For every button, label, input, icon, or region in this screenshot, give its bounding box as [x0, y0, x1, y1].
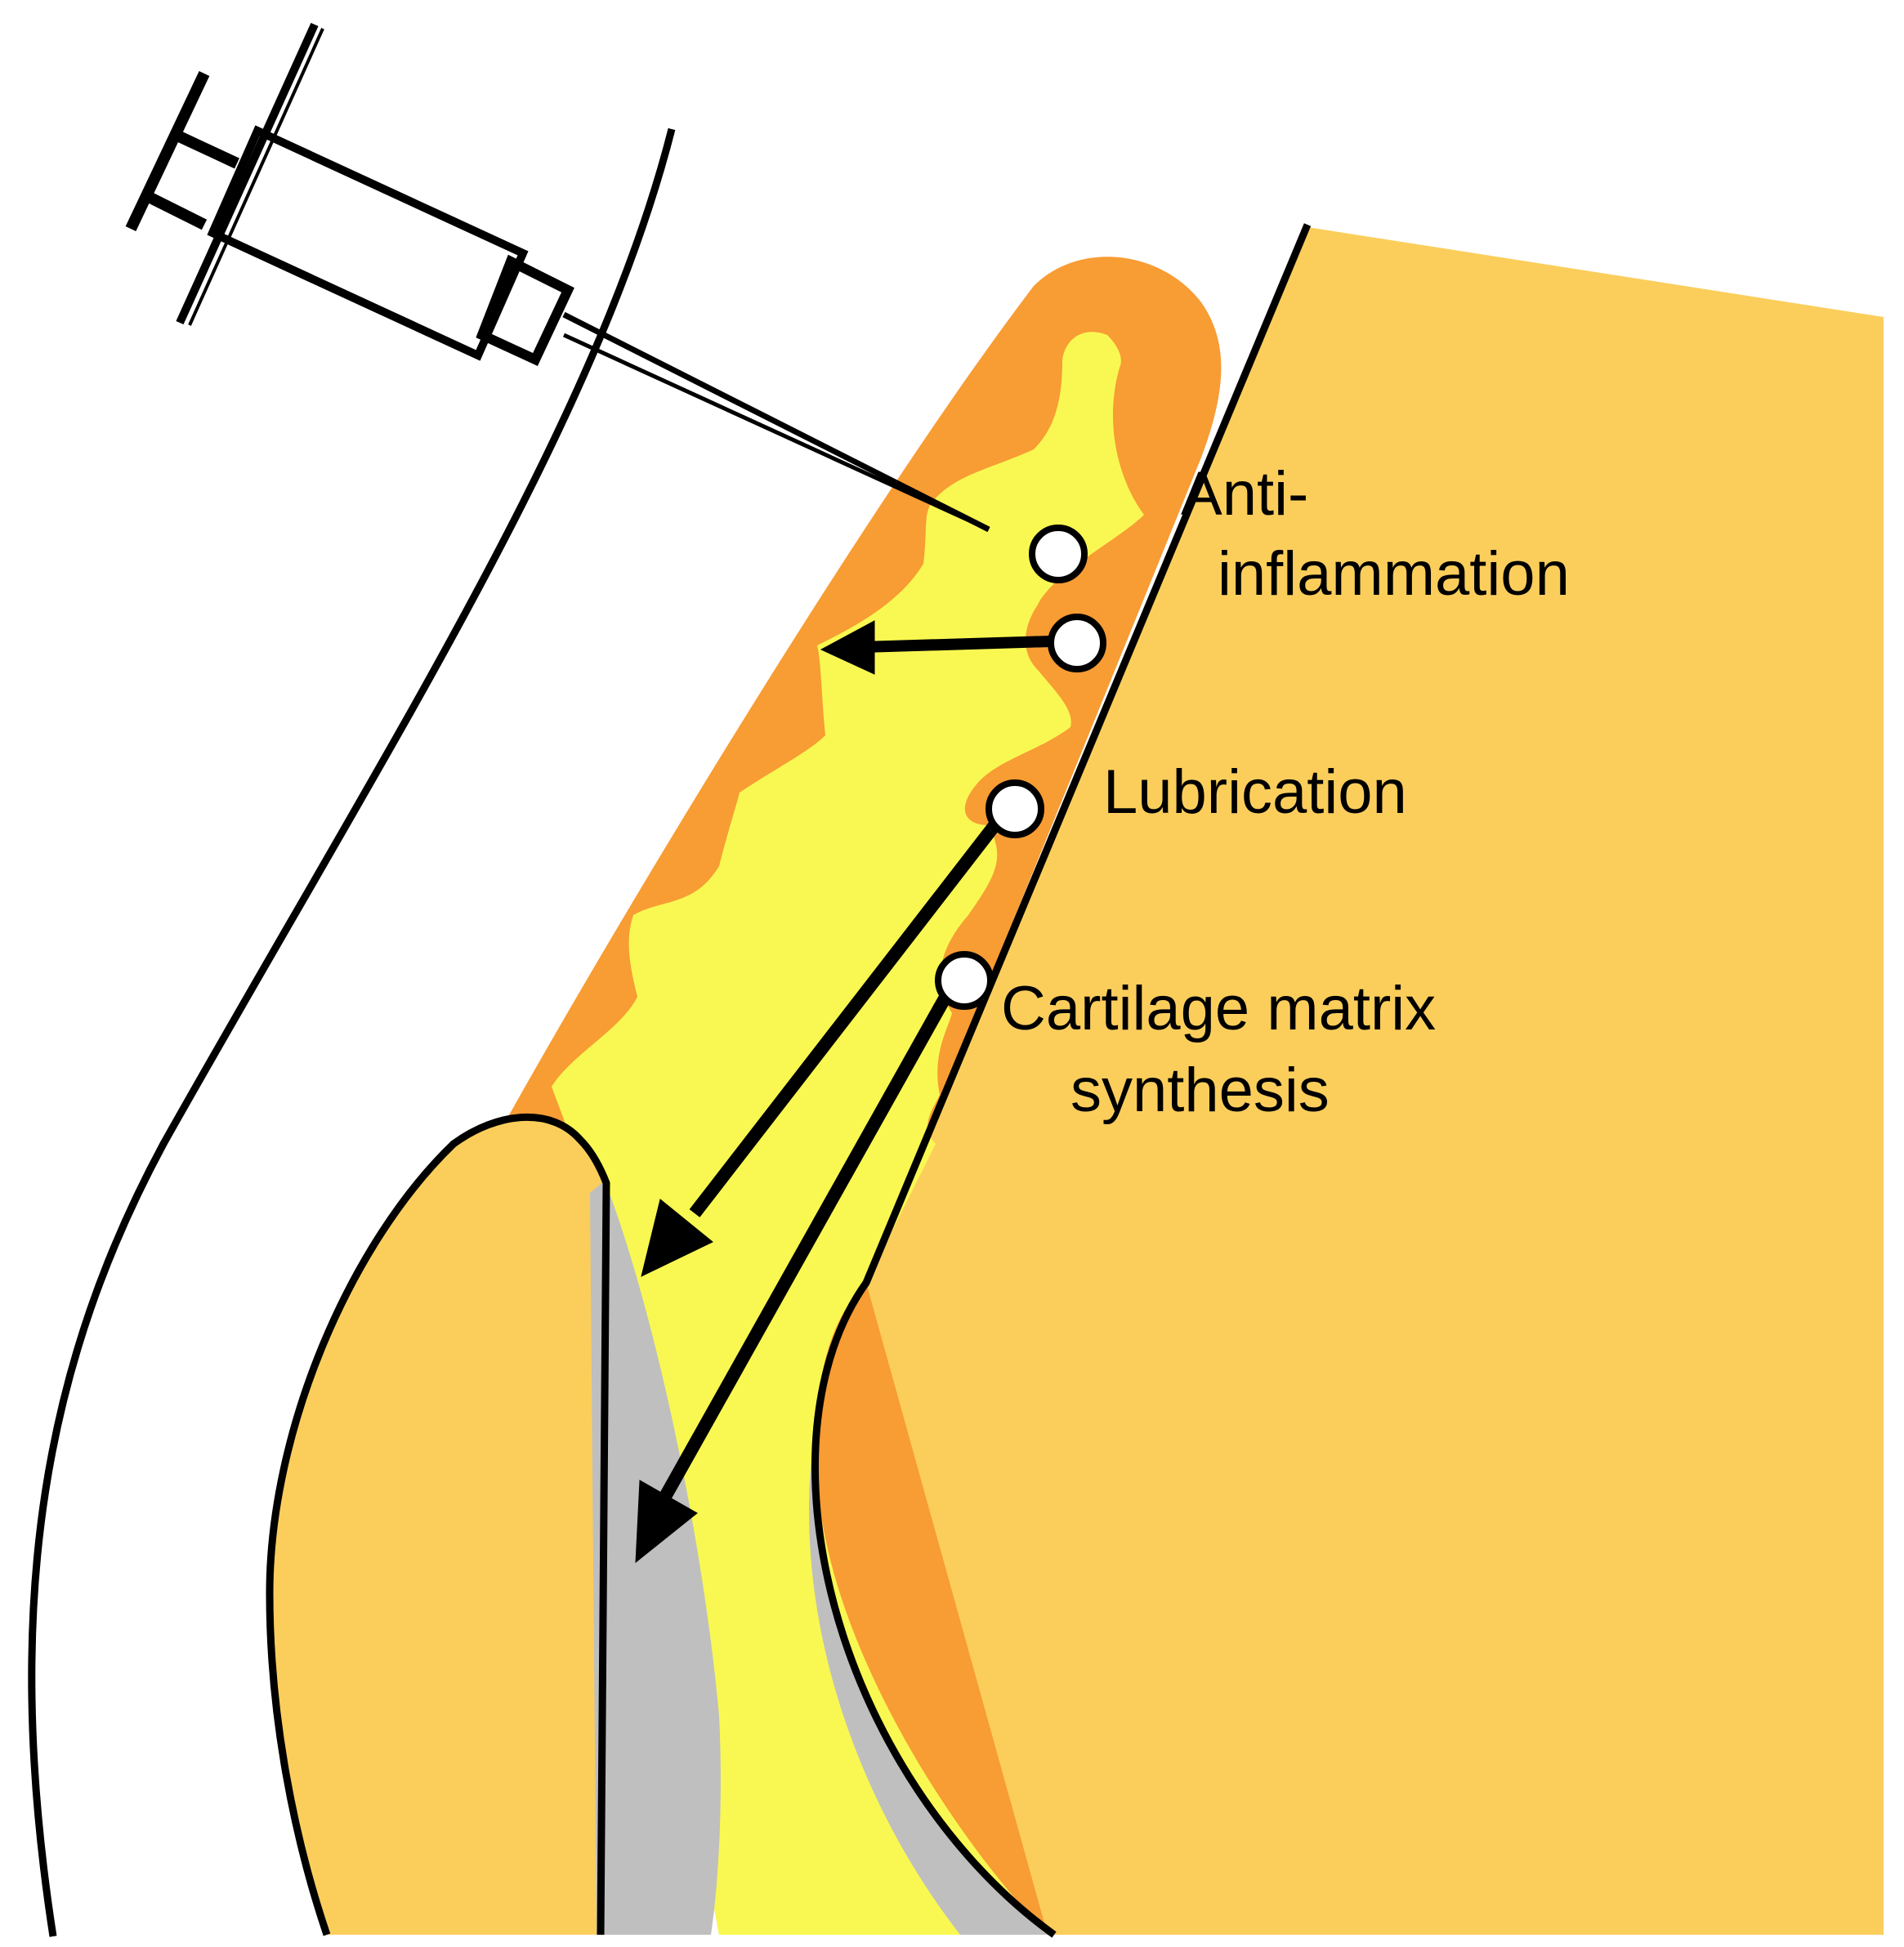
particle-lubrication: [986, 779, 1044, 838]
label-anti-inflammation-line2: inflammation: [1218, 539, 1570, 609]
label-cartilage-line1: Cartilage matrix: [1001, 974, 1436, 1043]
arrow-head-deep-cartilage: [635, 1480, 698, 1564]
label-cartilage-line2: synthesis: [1070, 1056, 1330, 1125]
patellar-cartilage: [590, 1181, 721, 1935]
femoral-cartilage: [809, 1283, 1048, 1935]
arrows: [635, 620, 1051, 1564]
particle-synovium: [1048, 614, 1106, 672]
femur-bone: [816, 227, 1884, 1935]
skin-outline: [28, 127, 676, 1937]
particles: [935, 525, 1106, 1010]
arrow-to-synovium: [861, 636, 1051, 653]
arrow-to-patellar-cartilage: [689, 813, 1007, 1217]
syringe-icon: [125, 22, 990, 533]
label-lubrication: Lubrication: [1103, 757, 1407, 827]
patella-bone: [270, 1117, 605, 1935]
synovial-fluid: [552, 332, 1144, 1935]
label-anti-inflammation-line1: Anti-: [1181, 459, 1308, 529]
particle-cartilage: [935, 951, 994, 1010]
patella-outline: [266, 1114, 610, 1936]
femur-outline: [811, 223, 1312, 1938]
arrow-head-patellar-cartilage: [641, 1199, 713, 1277]
arrow-to-deep-cartilage: [660, 989, 954, 1498]
arrow-head-synovium: [820, 620, 875, 675]
particle-anti-inflammation: [1029, 525, 1088, 583]
